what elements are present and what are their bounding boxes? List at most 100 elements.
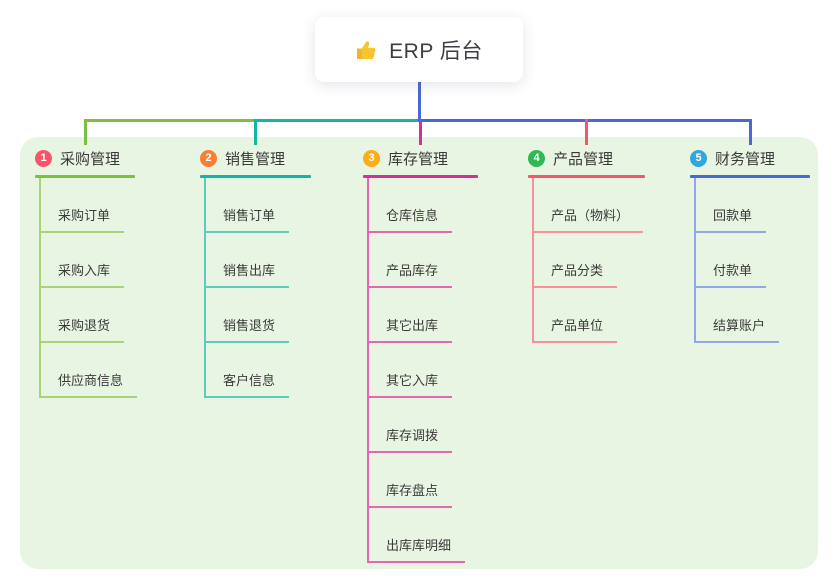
- branch-children: 采购订单 采购入库 采购退货 供应商信息: [39, 178, 138, 398]
- branch-number-badge: 1: [35, 149, 52, 167]
- child-node[interactable]: 产品库存: [369, 260, 453, 288]
- child-node[interactable]: 销售订单: [206, 205, 290, 233]
- branch-children: 仓库信息 产品库存 其它出库 其它入库: [367, 178, 478, 563]
- child-row: 销售订单: [206, 178, 311, 233]
- child-row: 其它入库: [369, 343, 478, 398]
- connector-segment: [748, 119, 752, 145]
- child-row: 产品分类: [534, 233, 645, 288]
- branch-number-badge: 2: [200, 149, 217, 167]
- child-row: 回款单: [696, 178, 810, 233]
- root-title: ERP 后台: [389, 39, 483, 63]
- child-row: 销售退货: [206, 288, 311, 343]
- branch-title: 销售管理: [225, 150, 286, 168]
- child-row: 客户信息: [206, 343, 311, 398]
- child-node-label: 库存调拨: [386, 428, 439, 443]
- branch-node[interactable]: 3 库存管理: [363, 148, 478, 168]
- branch-title: 财务管理: [715, 150, 776, 168]
- child-node[interactable]: 出库库明细: [369, 535, 466, 563]
- branch-column: 4 产品管理 产品（物料） 产品分类 产品单位: [528, 148, 645, 343]
- connector-segment: [419, 122, 422, 145]
- child-node[interactable]: 产品分类: [534, 260, 618, 288]
- connector-segment: [585, 119, 588, 145]
- child-row: 其它出库: [369, 288, 478, 343]
- branch-number-badge: 4: [528, 149, 545, 167]
- child-node[interactable]: 采购退货: [41, 315, 125, 343]
- child-node-label: 产品分类: [551, 263, 604, 278]
- child-node-label: 销售出库: [223, 263, 276, 278]
- branch-node[interactable]: 5 财务管理: [690, 148, 810, 168]
- root-node[interactable]: ERP 后台: [315, 17, 523, 82]
- branch-node[interactable]: 4 产品管理: [528, 148, 645, 168]
- child-node-label: 供应商信息: [58, 373, 124, 388]
- child-node[interactable]: 产品（物料）: [534, 205, 644, 233]
- child-node[interactable]: 库存盘点: [369, 480, 453, 508]
- child-row: 付款单: [696, 233, 810, 288]
- child-row: 产品单位: [534, 288, 645, 343]
- branch-underline: [35, 175, 135, 178]
- child-node[interactable]: 回款单: [696, 205, 767, 233]
- branches-panel: [20, 137, 818, 569]
- child-row: 结算账户: [696, 288, 810, 343]
- branch-underline: [200, 175, 311, 178]
- child-node-label: 其它出库: [386, 318, 439, 333]
- branch-number-badge: 3: [363, 149, 380, 167]
- child-node-label: 库存盘点: [386, 483, 439, 498]
- child-node[interactable]: 付款单: [696, 260, 767, 288]
- branch-node[interactable]: 2 销售管理: [200, 148, 311, 168]
- connector-segment: [254, 119, 418, 122]
- branch-column: 2 销售管理 销售订单 销售出库 销售退货: [200, 148, 311, 398]
- branch-number-badge: 5: [690, 149, 707, 167]
- connector-segment: [83, 119, 254, 122]
- child-node[interactable]: 库存调拨: [369, 425, 453, 453]
- branch-title: 产品管理: [553, 150, 614, 168]
- child-node[interactable]: 客户信息: [206, 370, 290, 398]
- branch-column: 3 库存管理 仓库信息 产品库存 其它出库: [363, 148, 478, 563]
- child-node[interactable]: 供应商信息: [41, 370, 138, 398]
- child-row: 采购入库: [41, 233, 135, 288]
- child-node[interactable]: 销售出库: [206, 260, 290, 288]
- connector-segment: [417, 82, 421, 122]
- child-node-label: 付款单: [713, 263, 753, 278]
- child-row: 供应商信息: [41, 343, 138, 398]
- child-row: 出库库明细: [369, 508, 478, 563]
- branch-title: 库存管理: [388, 150, 449, 168]
- child-node[interactable]: 销售退货: [206, 315, 290, 343]
- thumbs-up-icon: [355, 38, 379, 62]
- child-node-label: 产品（物料）: [551, 208, 630, 223]
- branch-column: 1 采购管理 采购订单 采购入库 采购退货: [35, 148, 138, 398]
- child-node[interactable]: 结算账户: [696, 315, 780, 343]
- child-row: 库存调拨: [369, 398, 478, 453]
- child-node[interactable]: 产品单位: [534, 315, 618, 343]
- child-node-label: 客户信息: [223, 373, 276, 388]
- child-node-label: 仓库信息: [386, 208, 439, 223]
- child-node-label: 产品库存: [386, 263, 439, 278]
- child-row: 仓库信息: [369, 178, 478, 233]
- branch-children: 销售订单 销售出库 销售退货 客户信息: [204, 178, 311, 398]
- child-node-label: 结算账户: [713, 318, 766, 333]
- connector-segment: [83, 119, 87, 145]
- child-row: 产品（物料）: [534, 178, 645, 233]
- connector-segment: [254, 119, 257, 145]
- child-node-label: 回款单: [713, 208, 753, 223]
- child-node[interactable]: 其它入库: [369, 370, 453, 398]
- branch-underline: [363, 175, 478, 178]
- branch-children: 回款单 付款单 结算账户: [694, 178, 810, 343]
- child-node[interactable]: 其它出库: [369, 315, 453, 343]
- child-node[interactable]: 采购入库: [41, 260, 125, 288]
- child-row: 销售出库: [206, 233, 311, 288]
- child-row: 库存盘点: [369, 453, 478, 508]
- child-node-label: 出库库明细: [386, 538, 452, 553]
- branch-underline: [528, 175, 645, 178]
- child-node[interactable]: 仓库信息: [369, 205, 453, 233]
- child-row: 采购退货: [41, 288, 135, 343]
- child-node-label: 采购入库: [58, 263, 111, 278]
- child-node-label: 采购退货: [58, 318, 111, 333]
- branch-title: 采购管理: [60, 150, 121, 168]
- child-row: 产品库存: [369, 233, 478, 288]
- child-node-label: 采购订单: [58, 208, 111, 223]
- child-node-label: 销售订单: [223, 208, 276, 223]
- child-node-label: 销售退货: [223, 318, 276, 333]
- branch-node[interactable]: 1 采购管理: [35, 148, 135, 168]
- child-node[interactable]: 采购订单: [41, 205, 125, 233]
